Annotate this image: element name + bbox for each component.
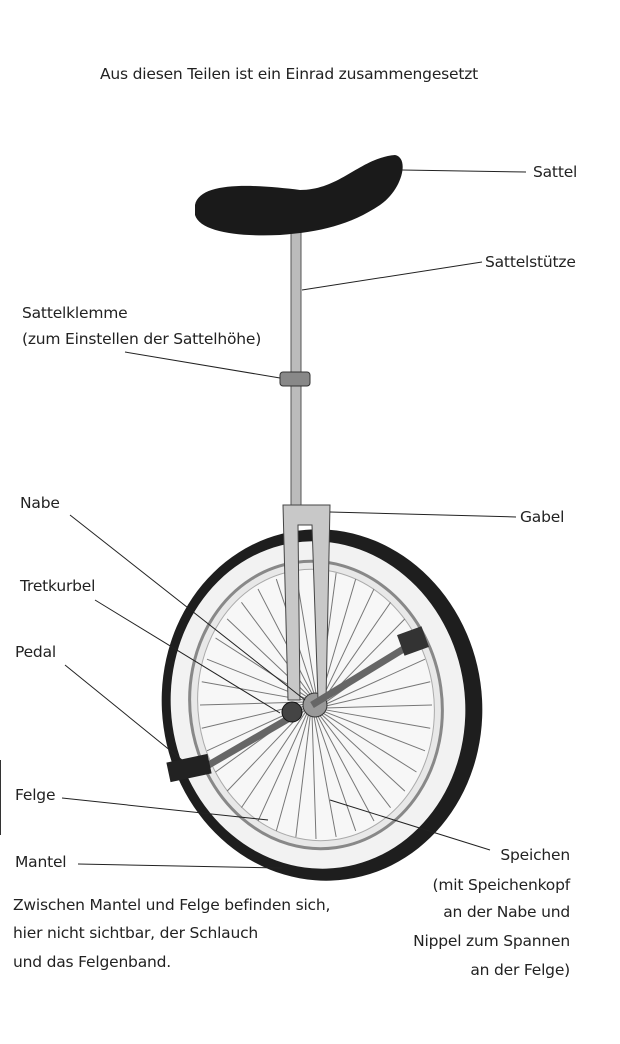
spoke [241, 710, 308, 808]
label-sattelklemme-note: (zum Einstellen der Sattelhöhe) [22, 330, 262, 348]
speichen-note-line: Nippel zum Spannen [413, 932, 570, 950]
note-line: hier nicht sichtbar, der Schlauch [13, 924, 259, 942]
crank-right [310, 642, 412, 708]
spoke [315, 714, 357, 832]
crank-bolt [281, 701, 303, 723]
spoke [324, 704, 433, 709]
label-gabel: Gabel [520, 508, 565, 526]
label-tretkurbel: Tretkurbel [20, 577, 96, 595]
label-mantel: Mantel [15, 853, 67, 871]
spoke [295, 713, 311, 838]
pedal-left [166, 753, 212, 783]
spoke [320, 713, 406, 792]
spoke [324, 681, 431, 707]
spoke [257, 711, 309, 822]
crank-left [198, 708, 302, 774]
label-felge: Felge [15, 786, 56, 804]
speichen-note-line: an der Nabe und [443, 903, 570, 921]
note-line: Zwischen Mantel und Felge befinden sich, [13, 896, 331, 914]
wheel [161, 529, 483, 881]
spoke [321, 588, 375, 699]
label-sattel: Sattel [533, 163, 578, 181]
label-speichen: Speichen [500, 846, 570, 864]
spoke [257, 588, 314, 696]
label-nabe: Nabe [20, 494, 60, 512]
spoke [313, 714, 337, 838]
diagram-title: Aus diesen Teilen ist ein Einrad zusamme… [100, 65, 479, 83]
label-sattelklemme: Sattelklemme [22, 304, 128, 322]
spoke [324, 658, 426, 705]
spoke [321, 711, 417, 773]
spoke [318, 713, 391, 808]
label-pedal: Pedal [15, 643, 56, 661]
spoke [316, 714, 375, 822]
label-sattelstuetze: Sattelstütze [485, 253, 576, 271]
note-line: und das Felgenband. [13, 953, 171, 971]
spoke [323, 709, 431, 729]
leader-lines [61, 169, 527, 869]
saddle [195, 155, 403, 236]
spoke [322, 602, 391, 700]
spoke [226, 708, 307, 792]
speichen-note-line: (mit Speichenkopf [432, 876, 571, 894]
seat-clamp [279, 371, 311, 387]
pedal-right [397, 626, 429, 656]
frame [166, 231, 429, 783]
spoke [322, 710, 426, 752]
speichen-note-line: an der Felge) [470, 961, 570, 979]
spoke [275, 712, 310, 832]
fork [282, 504, 331, 701]
spoke [311, 714, 317, 840]
